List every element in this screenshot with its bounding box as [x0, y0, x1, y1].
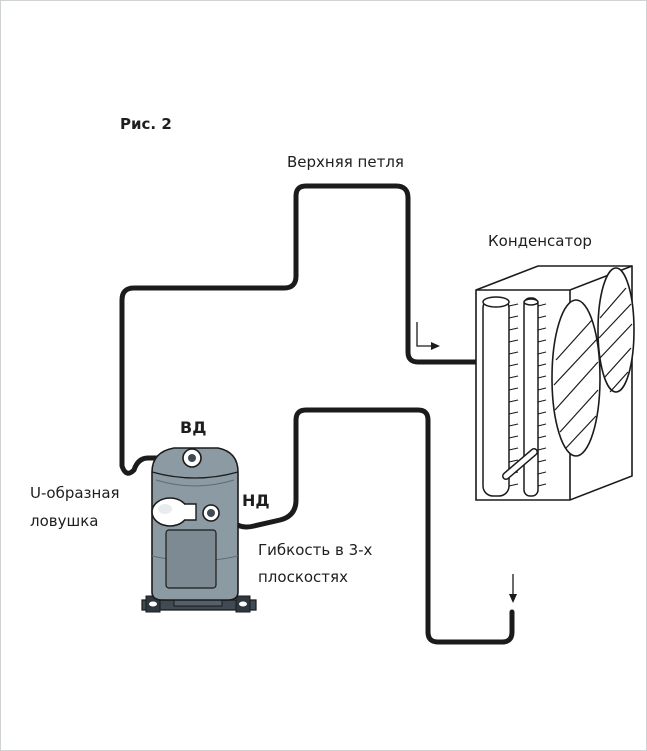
condenser-label: Конденсатор: [488, 232, 592, 250]
flow-arrow-down-icon: [509, 574, 517, 603]
flexibility-label-line1: Гибкость в 3-х: [258, 541, 373, 559]
suction-pipe: [215, 407, 515, 645]
discharge-fitting-icon: [182, 448, 202, 468]
u-trap-label-line2: ловушка: [30, 512, 98, 530]
suction-fitting-icon: [202, 504, 220, 522]
u-trap-label-line1: U-образная: [30, 484, 120, 502]
suction-accumulator-icon: [151, 497, 197, 527]
condenser-fan-icon: [551, 267, 635, 457]
flow-arrow-right-icon: [416, 322, 440, 350]
condenser: [475, 265, 635, 501]
figure-caption: Рис. 2: [120, 115, 172, 133]
high-pressure-label: ВД: [180, 418, 206, 437]
upper-loop-label: Верхняя петля: [287, 153, 404, 171]
low-pressure-label: НД: [242, 491, 270, 510]
discharge-pipe: [119, 183, 479, 476]
compressor: [141, 447, 257, 613]
flexibility-label-line2: плоскостях: [258, 568, 348, 586]
